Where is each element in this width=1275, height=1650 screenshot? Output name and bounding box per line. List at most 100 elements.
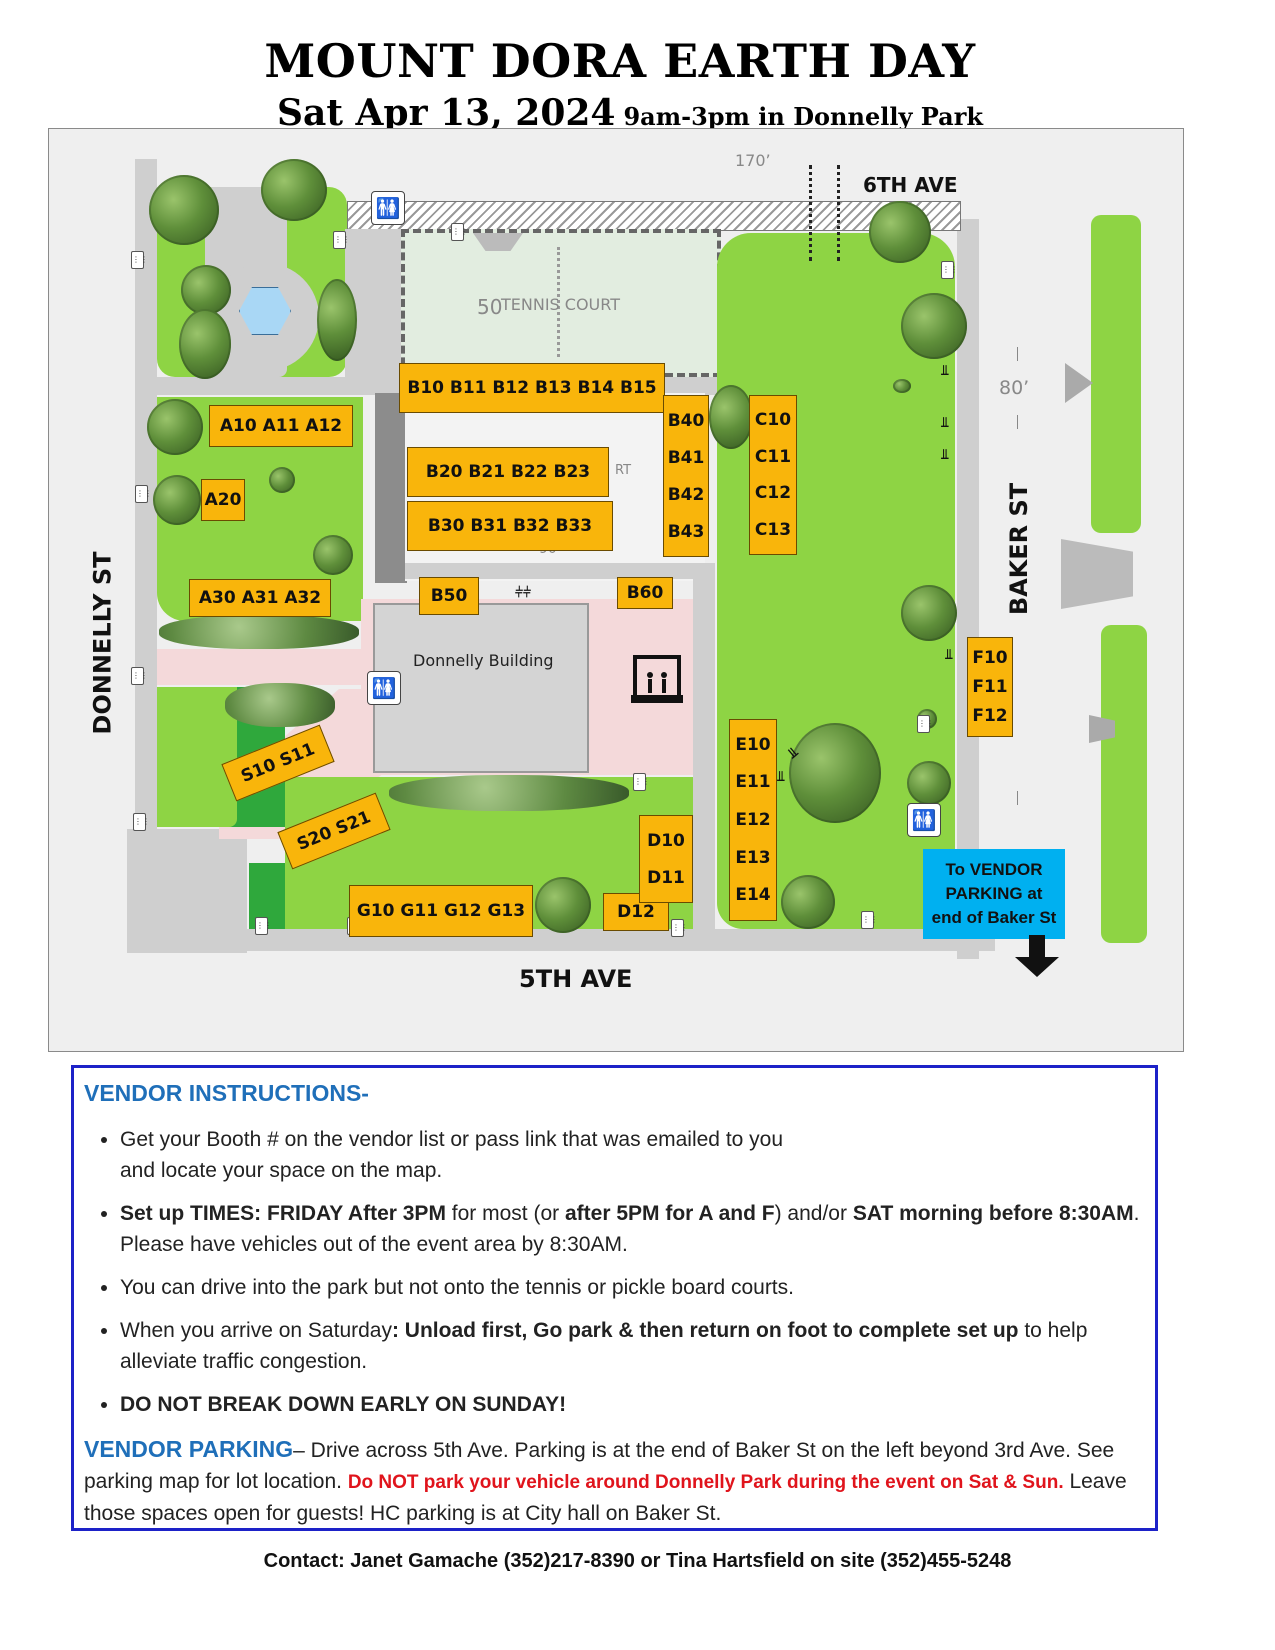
- tree: [789, 723, 881, 823]
- parking-text: – Drive across 5th Ave. Parking is at th…: [84, 1439, 1115, 1493]
- east-small-arrow: [1089, 715, 1115, 743]
- east-median-north: [1091, 215, 1141, 533]
- down-arrow-icon: [1015, 935, 1059, 977]
- tennis-court-label: TENNIS COURT: [501, 295, 620, 314]
- instructions-list: Get your Booth # on the vendor list or p…: [84, 1124, 1140, 1432]
- item-bold: DO NOT BREAK DOWN EARLY ON SUNDAY!: [120, 1393, 567, 1416]
- tree: [869, 201, 931, 263]
- contact-line: Contact: Janet Gamache (352)217-8390 or …: [263, 1550, 1012, 1572]
- bench-icon: ⫩⫩: [515, 585, 532, 601]
- list-item: DO NOT BREAK DOWN EARLY ON SUNDAY!: [120, 1389, 1140, 1420]
- booth-b30-b33[interactable]: B30 B31 B32 B33: [407, 501, 613, 551]
- vendor-parking-paragraph: VENDOR PARKING– Drive across 5th Ave. Pa…: [84, 1434, 1148, 1529]
- booth-c13[interactable]: C13: [754, 519, 792, 540]
- vendor-parking-label: To VENDOR PARKING at end of Baker St: [931, 860, 1057, 927]
- booth-a10-a12[interactable]: A10 A11 A12: [209, 405, 353, 447]
- booth-d10[interactable]: D10: [647, 830, 685, 851]
- outlet-icon: ⋮⋮: [131, 667, 148, 685]
- street-donnelly-st: DONNELLY ST: [88, 551, 117, 735]
- booth-e12[interactable]: E12: [735, 809, 771, 830]
- item-bold: SAT morning before 8:30AM: [852, 1202, 1134, 1225]
- booth-b42[interactable]: B42: [667, 484, 705, 505]
- restroom-icon: 🚻: [367, 671, 401, 705]
- bench-icon: ⫫: [777, 769, 785, 785]
- street-5th-ave: 5TH AVE: [519, 965, 633, 993]
- tennis-trapezoid: [473, 233, 523, 251]
- booth-e10-e14[interactable]: E10 E11 E12 E13 E14: [729, 719, 777, 921]
- booth-b40[interactable]: B40: [667, 410, 705, 431]
- tennis-dimension: 50: [477, 295, 503, 319]
- bench-icon: ⫫: [941, 415, 949, 431]
- restroom-icon: 🚻: [907, 803, 941, 837]
- booth-e14[interactable]: E14: [735, 885, 771, 906]
- bench-icon: ⫫: [941, 447, 949, 463]
- tennis-net: [557, 247, 560, 357]
- booth-e10[interactable]: E10: [735, 734, 771, 755]
- item-text: Get your Booth # on the vendor list or p…: [120, 1128, 784, 1151]
- booth-g10-g13[interactable]: G10 G11 G12 G13: [349, 885, 533, 937]
- east-sidewalk: [957, 219, 979, 959]
- booth-b50[interactable]: B50: [419, 577, 479, 615]
- tree: [317, 279, 357, 361]
- event-date: Sat Apr 13, 2024: [277, 92, 616, 134]
- list-item: Get your Booth # on the vendor list or p…: [120, 1124, 1140, 1186]
- parking-heading: VENDOR PARKING: [84, 1436, 294, 1462]
- donnelly-building-label: Donnelly Building: [413, 651, 554, 670]
- street-baker-st: BAKER ST: [1005, 482, 1034, 616]
- sw-lawn: [157, 687, 237, 827]
- tree: [147, 399, 203, 455]
- park-map: 50 TENNIS COURT RT 90 Donnelly Building …: [48, 128, 1184, 1052]
- dim-tick: [1017, 791, 1018, 805]
- vendor-parking-box: To VENDOR PARKING at end of Baker St: [923, 849, 1065, 939]
- booth-f10-f12[interactable]: F10 F11 F12: [967, 637, 1013, 737]
- booth-b10-b15[interactable]: B10 B11 B12 B13 B14 B15: [399, 363, 665, 413]
- tree: [313, 535, 353, 575]
- dim-tick: [1017, 415, 1018, 429]
- tree: [901, 293, 967, 359]
- booth-a20[interactable]: A20: [201, 479, 245, 521]
- booth-d10-d11[interactable]: D10 D11: [639, 815, 693, 903]
- dark-gray-strip: [375, 393, 407, 583]
- outlet-icon: ⋮⋮: [255, 917, 272, 935]
- item-text: You can drive into the park but not onto…: [120, 1276, 794, 1299]
- item-text: ) and/or: [774, 1202, 853, 1225]
- item-text: . Please have vehicles out of the event …: [120, 1202, 1140, 1256]
- item-text: When you arrive on Saturday: [120, 1319, 392, 1342]
- west-sidewalk: [135, 159, 157, 949]
- booth-c10-c13[interactable]: C10 C11 C12 C13: [749, 395, 797, 555]
- booth-c11[interactable]: C11: [754, 446, 792, 467]
- outlet-icon: ⋮⋮: [133, 813, 150, 831]
- dotted-line: [837, 165, 840, 261]
- outlet-icon: ⋮⋮: [633, 773, 650, 791]
- booth-b20-b23[interactable]: B20 B21 B22 B23: [407, 447, 609, 497]
- instructions-heading: VENDOR INSTRUCTIONS-: [84, 1080, 369, 1106]
- booth-b41[interactable]: B41: [667, 447, 705, 468]
- list-item: Set up TIMES: FRIDAY After 3PM for most …: [120, 1198, 1140, 1260]
- outlet-icon: ⋮⋮: [671, 919, 688, 937]
- outlet-icon: ⋮⋮: [917, 715, 934, 733]
- tree: [709, 385, 753, 449]
- item-bold: Set up TIMES: FRIDAY After 3PM: [120, 1202, 446, 1225]
- booth-f10[interactable]: F10: [972, 648, 1008, 669]
- booth-d11[interactable]: D11: [647, 867, 685, 888]
- top-dimension: 170’: [735, 151, 771, 170]
- booth-a30-a32[interactable]: A30 A31 A32: [189, 579, 331, 617]
- item-bold: after 5PM for A and F: [564, 1202, 775, 1225]
- center-east-walk: [405, 563, 705, 579]
- booth-b43[interactable]: B43: [667, 521, 705, 542]
- booth-f11[interactable]: F11: [972, 676, 1008, 697]
- booth-b40-b43[interactable]: B40 B41 B42 B43: [663, 395, 709, 557]
- booth-e11[interactable]: E11: [735, 772, 771, 793]
- southwest-lot: [127, 829, 247, 953]
- vendor-instructions-box: VENDOR INSTRUCTIONS- Get your Booth # on…: [71, 1065, 1158, 1531]
- booth-b60[interactable]: B60: [617, 577, 673, 609]
- booth-c12[interactable]: C12: [754, 483, 792, 504]
- outlet-icon: ⋮⋮: [451, 223, 468, 241]
- booth-e13[interactable]: E13: [735, 847, 771, 868]
- tree: [179, 309, 231, 379]
- outlet-icon: ⋮⋮: [131, 251, 148, 269]
- list-item: When you arrive on Saturday: Unload firs…: [120, 1315, 1140, 1377]
- booth-c10[interactable]: C10: [754, 410, 792, 431]
- east-median-south: [1101, 625, 1147, 943]
- booth-f12[interactable]: F12: [972, 705, 1008, 726]
